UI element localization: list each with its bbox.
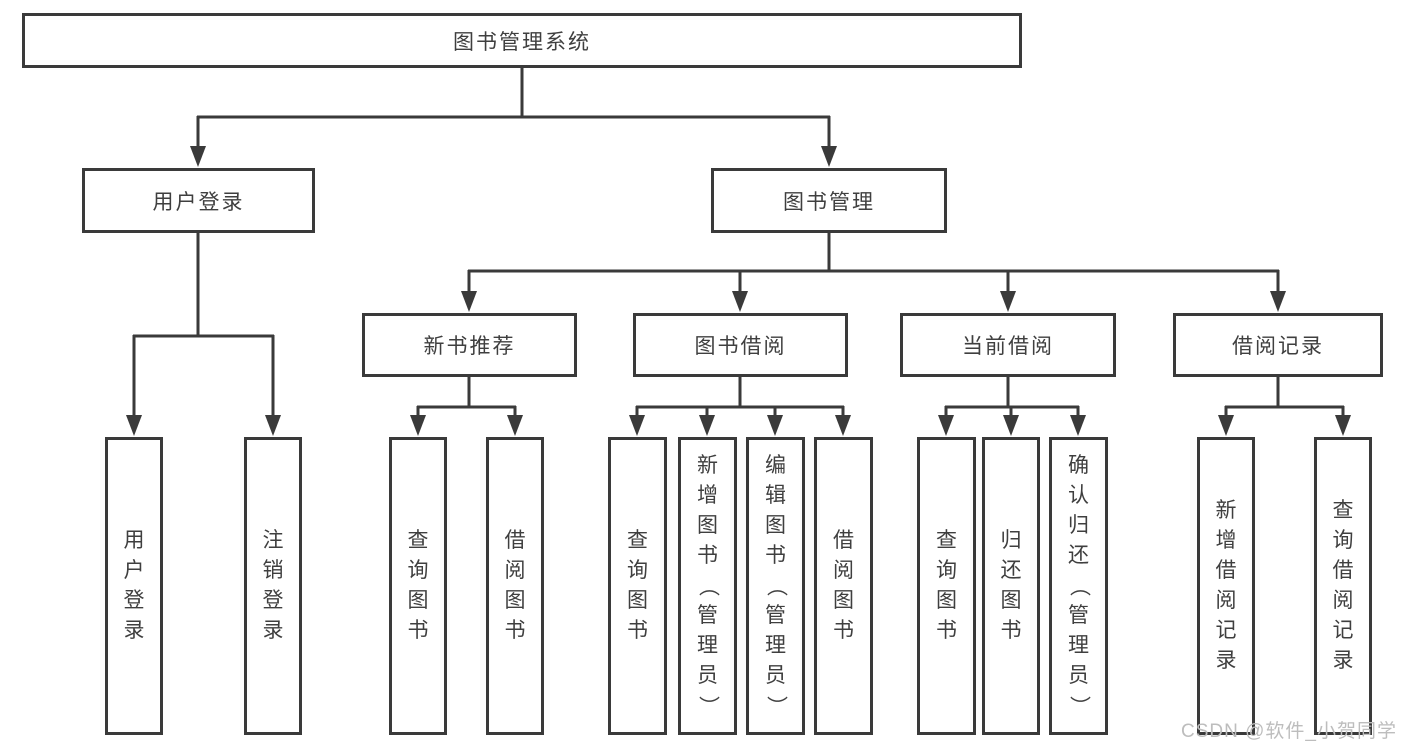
node-current-borrowing: 当前借阅 [900,313,1116,377]
node-label: 图书借阅 [694,335,787,358]
leaf-label: 查询借阅记录 [1332,499,1354,672]
leaf-borrowing-edit-books-admin: 编辑图书（管理员） [746,437,805,735]
node-user-login: 用户登录 [82,168,315,233]
leaf-label: 借阅图书 [504,529,526,642]
leaf-user-login: 用户登录 [105,437,163,735]
leaf-current-search-books: 查询图书 [917,437,976,735]
leaf-label: 确认归还（管理员） [1067,454,1091,717]
leaf-label: 新增借阅记录 [1215,499,1237,672]
leaf-borrowing-search-books: 查询图书 [608,437,667,735]
leaf-borrowing-borrow-books: 借阅图书 [814,437,873,735]
node-borrow-records: 借阅记录 [1173,313,1383,377]
leaf-label: 用户登录 [123,529,145,642]
leaf-borrowing-add-books-admin: 新增图书（管理员） [678,437,737,735]
leaf-label: 注销登录 [262,529,284,642]
leaf-label: 查询图书 [407,529,429,642]
leaf-current-return-books: 归还图书 [982,437,1040,735]
leaf-recommend-search-books: 查询图书 [389,437,447,735]
node-label: 当前借阅 [962,335,1054,358]
watermark: CSDN @软件_小贺同学 [1181,721,1397,742]
leaf-user-logout: 注销登录 [244,437,302,735]
leaf-label: 归还图书 [1000,529,1022,642]
node-label: 图书管理系统 [453,30,591,54]
node-label: 新书推荐 [423,335,516,358]
leaf-current-confirm-return-admin: 确认归还（管理员） [1049,437,1108,735]
leaf-label: 查询图书 [936,529,957,642]
leaf-label: 借阅图书 [833,529,854,642]
node-label: 图书管理 [783,190,875,214]
node-book-borrowing: 图书借阅 [633,313,848,377]
node-label: 借阅记录 [1232,335,1324,358]
arrowheads [126,146,1351,436]
node-new-book-recommend: 新书推荐 [362,313,577,377]
leaf-label: 新增图书（管理员） [696,454,720,717]
leaf-records-search-record: 查询借阅记录 [1314,437,1372,735]
leaf-label: 编辑图书（管理员） [764,454,788,717]
leaf-label: 查询图书 [627,529,648,642]
leaf-recommend-borrow-books: 借阅图书 [486,437,544,735]
node-book-management: 图书管理 [711,168,947,233]
node-system-root: 图书管理系统 [22,13,1022,68]
leaf-records-add-record: 新增借阅记录 [1197,437,1255,735]
node-label: 用户登录 [152,190,245,214]
